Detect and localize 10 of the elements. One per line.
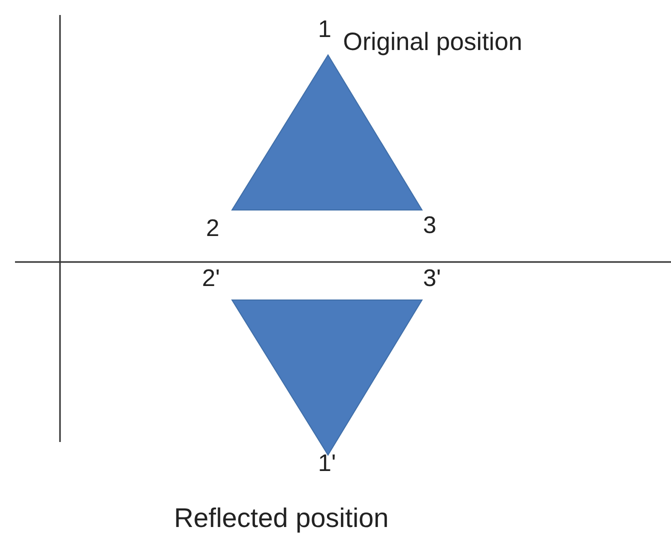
vertex-label: 1 — [318, 18, 332, 42]
reflected-triangle — [231, 300, 423, 456]
position-caption: Reflected position — [174, 505, 389, 532]
vertex-label: 1' — [318, 452, 336, 476]
vertex-label: 2' — [202, 267, 220, 291]
vertex-label: 3 — [423, 214, 436, 238]
original-triangle — [231, 54, 423, 210]
vertex-label: 3' — [423, 267, 441, 291]
position-caption: Original position — [343, 30, 522, 55]
vertex-label: 2 — [206, 217, 220, 241]
